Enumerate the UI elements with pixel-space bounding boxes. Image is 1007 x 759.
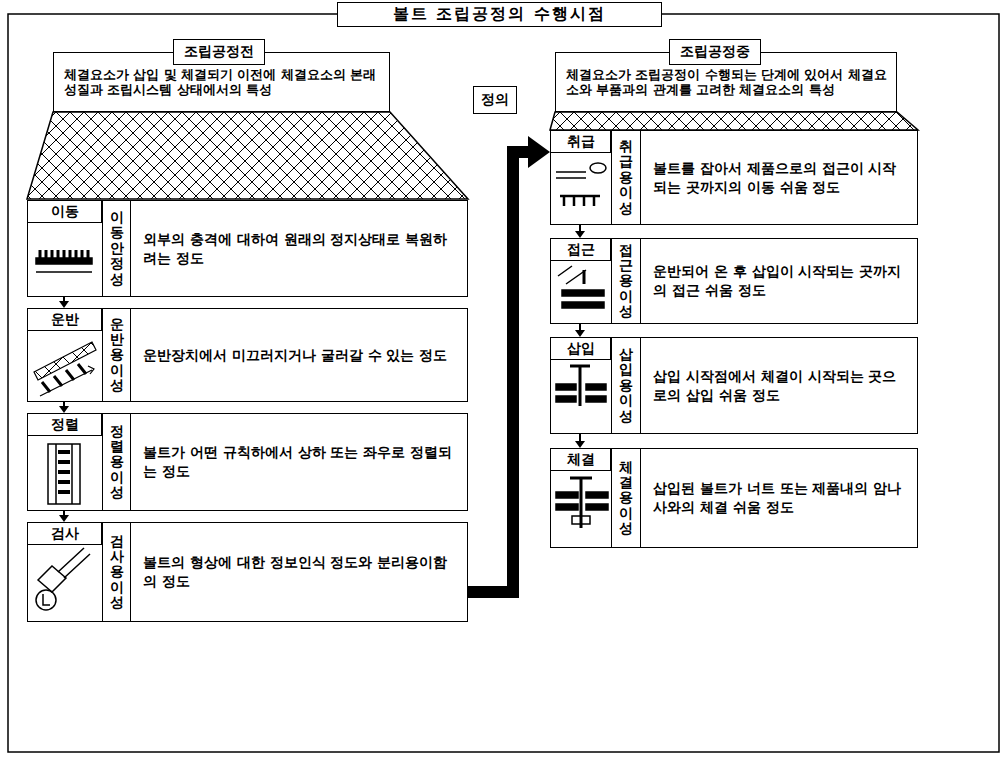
vertical-column: 취급용이성 <box>611 131 641 224</box>
crosshatch-funnel <box>550 112 918 130</box>
stage-box: 접근 접근용이성 운반되어 온 후 삽입이 시작되는 곳까지의 접근 쉬움 정도 <box>550 238 918 324</box>
stage-description: 운반장치에서 미끄러지거나 굴러갈 수 있는 정도 <box>131 309 467 401</box>
fasten-illustration <box>556 478 608 528</box>
gripper-illustration <box>556 163 606 206</box>
insert-illustration <box>556 366 606 406</box>
arrow-head <box>575 441 585 448</box>
stage-label: 삽입 <box>551 338 611 360</box>
property-name: 접근용이성 <box>619 243 633 320</box>
stage-box: 체결체결용이성 삽입된 볼트가 너트 또는 제품내의 암나사와의 체결 쉬움 정도 <box>550 448 918 548</box>
definition-text: 체결요소가 삽입 및 체결되기 이전에 체결요소의 본래 성질과 조립시스템 상… <box>54 53 389 111</box>
vertical-column: 체결용이성 <box>611 449 641 547</box>
stage-label: 체결 <box>551 449 611 471</box>
section-header: 조립공정중 <box>669 39 761 65</box>
stage-label: 운반 <box>28 309 102 331</box>
stage-box: 정렬 정렬용이성 볼트가 어떤 규칙하에서 상하 또는 좌우로 정렬되는 정도 <box>27 413 468 511</box>
property-name: 운반용이성 <box>110 317 124 394</box>
property-name: 삽입용이성 <box>619 347 633 424</box>
diagram-title: 볼트 조립공정의 수행시점 <box>337 2 662 27</box>
section-header: 조립공정전 <box>173 39 265 65</box>
stage-description: 삽입된 볼트가 너트 또는 제품내의 암나사와의 체결 쉬움 정도 <box>641 449 917 547</box>
stage-box: 삽입 삽입용이성 삽입 시작점에서 체결이 시작되는 곳으로의 삽입 쉬움 정도 <box>550 337 918 434</box>
stage-description: 외부의 충격에 대하여 원래의 정지상태로 복원하려는 정도 <box>131 201 467 296</box>
arrow-head <box>528 136 550 168</box>
vertical-column: 이동안정성 <box>102 201 131 296</box>
bolt-inspect-illustration <box>36 548 90 610</box>
stage-label: 검사 <box>28 523 102 545</box>
property-name: 검사용이성 <box>110 534 124 611</box>
definition-box: 조립공정전체결요소가 삽입 및 체결되기 이전에 체결요소의 본래 성질과 조립… <box>53 52 390 112</box>
stage-label: 취급 <box>551 131 611 153</box>
vertical-column: 검사용이성 <box>102 523 131 621</box>
vertical-column: 정렬용이성 <box>102 414 131 510</box>
arrow-head <box>575 330 585 337</box>
stage-label: 접근 <box>551 239 611 261</box>
vertical-column: 운반용이성 <box>102 309 131 401</box>
stage-box: 검사검사용이성 볼트의 형상에 대한 정보인식 정도와 분리용이함의 정도 <box>27 522 468 622</box>
stage-description: 운반되어 온 후 삽입이 시작되는 곳까지의 접근 쉬움 정도 <box>641 239 917 323</box>
outer-frame <box>8 14 999 752</box>
stage-label: 이동 <box>28 201 102 223</box>
label-text: 정의 <box>481 91 509 109</box>
stage-description: 볼트가 어떤 규칙하에서 상하 또는 좌우로 정렬되는 정도 <box>131 414 467 510</box>
definition-box: 조립공정중체결요소가 조립공정이 수행되는 단계에 있어서 체결요소와 부품과의… <box>555 52 897 112</box>
label-box: 정의 <box>473 86 517 114</box>
definition-text: 체결요소가 조립공정이 수행되는 단계에 있어서 체결요소와 부품과의 관계를 … <box>556 53 896 111</box>
arrow-head <box>59 406 69 413</box>
stage-box: 취급 취급용이성 볼트를 잡아서 제품으로의 접근이 시작되는 곳까지의 이동 쉬움… <box>550 130 918 225</box>
crosshatch-funnel <box>27 112 468 199</box>
bolt-row-illustration <box>36 250 92 272</box>
approach-illustration <box>558 266 604 308</box>
vertical-column: 접근용이성 <box>611 239 641 323</box>
arrow-head <box>575 231 585 238</box>
arrow-head <box>59 301 69 308</box>
stage-box: 이동 이동안정성 외부의 충격에 대하여 원래의 정지상태로 복원하려는 정도 <box>27 200 468 297</box>
transition-arrow <box>468 152 532 592</box>
vertical-column: 삽입용이성 <box>611 338 641 433</box>
property-name: 취급용이성 <box>619 139 633 216</box>
property-name: 정렬용이성 <box>110 424 124 501</box>
stage-label: 정렬 <box>28 414 102 436</box>
rail-illustration <box>48 444 80 504</box>
arrow-head <box>59 515 69 522</box>
stage-description: 볼트의 형상에 대한 정보인식 정도와 분리용이함의 정도 <box>131 523 467 621</box>
stage-description: 삽입 시작점에서 체결이 시작되는 곳으로의 삽입 쉬움 정도 <box>641 338 917 433</box>
stage-description: 볼트를 잡아서 제품으로의 접근이 시작되는 곳까지의 이동 쉬움 정도 <box>641 131 917 224</box>
property-name: 이동안정성 <box>110 210 124 287</box>
stage-box: 운반 운반용이성 운반장치에서 미끄러지거나 굴러갈 수 있는 정도 <box>27 308 468 402</box>
property-name: 체결용이성 <box>619 460 633 537</box>
chute-illustration <box>34 342 96 396</box>
